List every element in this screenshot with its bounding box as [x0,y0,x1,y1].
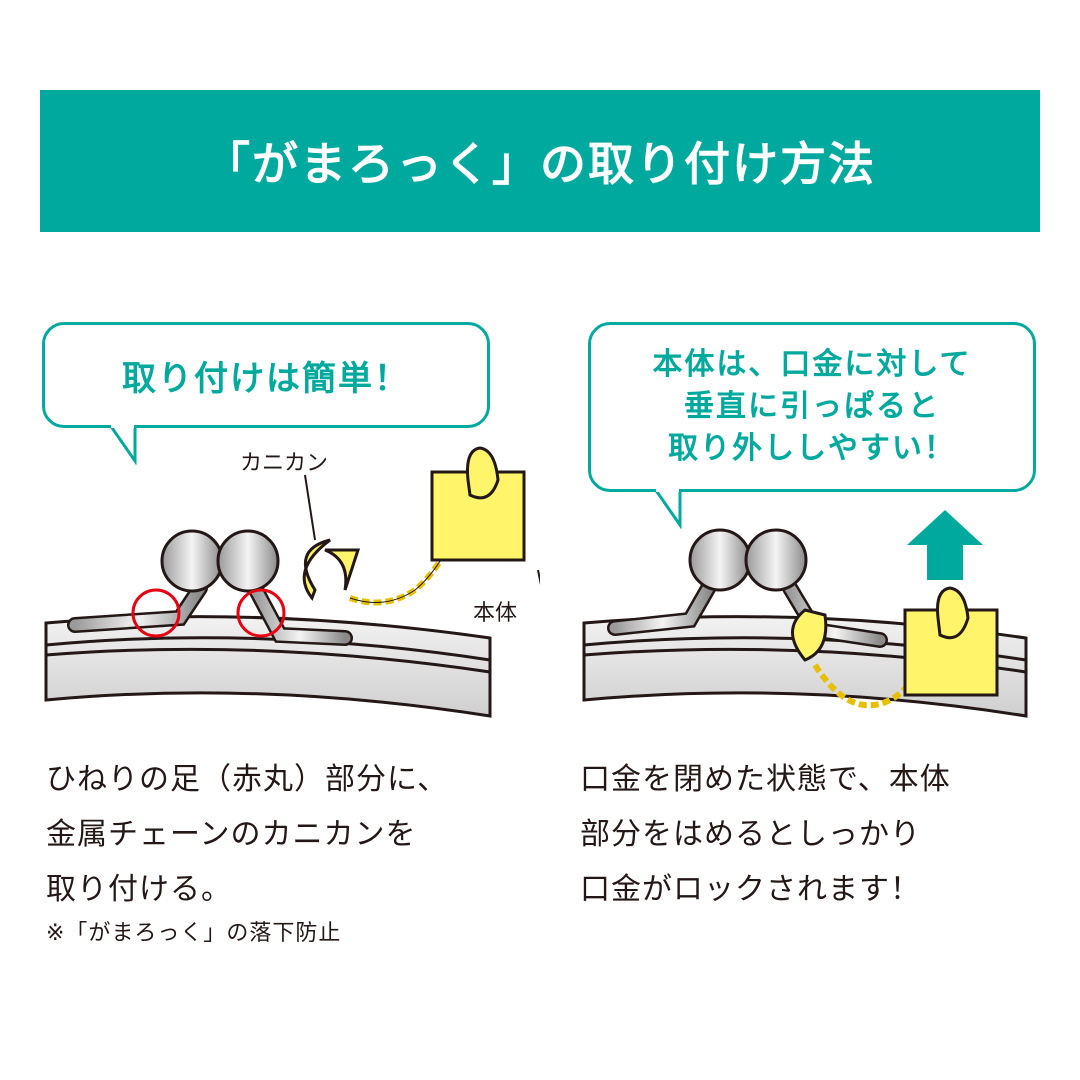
title-banner: 「がまろっく」の取り付け方法 [40,90,1040,232]
bubble-text: 取り付けは簡単！ [122,358,410,399]
page-title: 「がまろっく」の取り付け方法 [204,137,876,191]
speech-bubble-left: 取り付けは簡単！ [42,322,490,428]
bubble-tail [108,425,137,465]
bubble-line: 取り外ししやすい！ [668,431,956,466]
clasp-illustration-left [44,446,540,718]
lobster-clasp-icon [791,608,828,662]
red-circle-marker [236,588,286,638]
note: ※「がまろっく」の落下防止 [46,921,342,946]
clasp-ball-icon [160,529,224,593]
text-line: 金属チェーンのカニカンを [46,817,417,852]
red-circle-marker [131,588,181,638]
right-description: 口金を閉めた状態で、本体 部分をはめるとしっかり 口金がロックされます！ [580,752,951,917]
text-line: 取り付ける。 [46,872,232,907]
text-line: 口金がロックされます！ [580,872,921,907]
bubble-line: 垂直に引っぱると [684,389,940,424]
bubble-line: 本体は、口金に対して [652,347,972,382]
label-body: 本体 [473,601,518,626]
text-line: ひねりの足（赤丸）部分に、 [46,762,449,797]
lobster-clasp-icon [302,538,331,602]
bubble-tail [653,489,682,529]
arrow-up-icon [907,510,983,580]
text-line: 口金を閉めた状態で、本体 [580,762,951,797]
speech-bubble-right: 本体は、口金に対して 垂直に引っぱると 取り外ししやすい！ [588,322,1036,492]
clasp-illustration-right [582,510,1028,718]
left-description: ひねりの足（赤丸）部分に、 金属チェーンのカニカンを 取り付ける。 ※「がまろっ… [46,752,448,951]
clasp-ball-icon [216,529,280,593]
text-line: 部分をはめるとしっかり [580,817,921,852]
label-kanikan: カニカン [240,451,329,476]
